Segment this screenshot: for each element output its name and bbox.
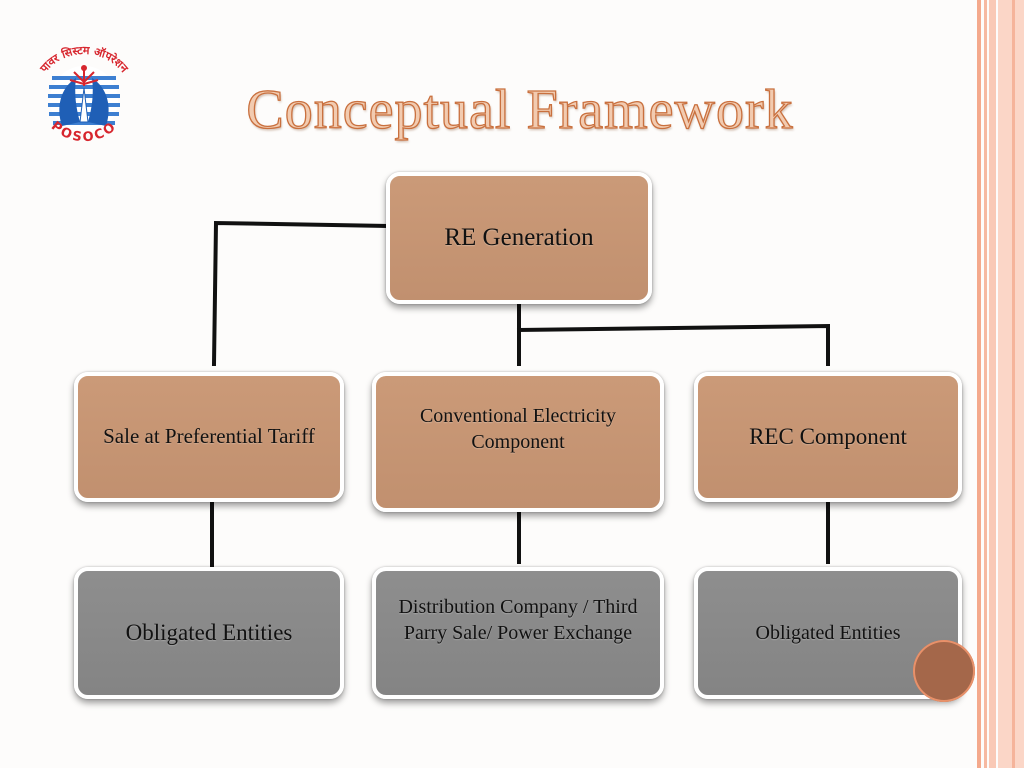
node-label: REC Component	[749, 424, 907, 450]
node-conventional-electricity-component: Conventional Electricity Component	[372, 372, 664, 512]
node-label: RE Generation	[444, 223, 594, 251]
decorative-stripe	[989, 0, 996, 768]
connector-root-to-preferential	[211, 220, 391, 367]
node-label: Conventional Electricity Component	[419, 405, 617, 453]
decorative-stripe	[984, 0, 987, 768]
node-obligated-entities-left: Obligated Entities	[74, 567, 344, 699]
connector-root-to-rec	[516, 323, 830, 366]
posoco-logo-icon: पावर सिस्टम ऑपरेशन POSOCO	[37, 44, 131, 146]
decorative-stripe	[1012, 0, 1015, 768]
decorative-circle	[913, 640, 975, 702]
slide-title: Conceptual Framework	[246, 78, 794, 141]
node-rec-component: REC Component	[694, 372, 962, 502]
decorative-stripe	[998, 0, 1024, 768]
decorative-stripe	[977, 0, 981, 768]
node-re-generation: RE Generation	[386, 172, 652, 304]
node-sale-at-preferential-tariff: Sale at Preferential Tariff	[74, 372, 344, 502]
node-distribution-company: Distribution Company / Third Parry Sale/…	[372, 567, 664, 699]
node-label: Obligated Entities	[755, 622, 901, 644]
node-label: Obligated Entities	[125, 620, 293, 646]
node-label: Distribution Company / Third Parry Sale/…	[398, 596, 638, 644]
node-label: Sale at Preferential Tariff	[103, 424, 315, 449]
